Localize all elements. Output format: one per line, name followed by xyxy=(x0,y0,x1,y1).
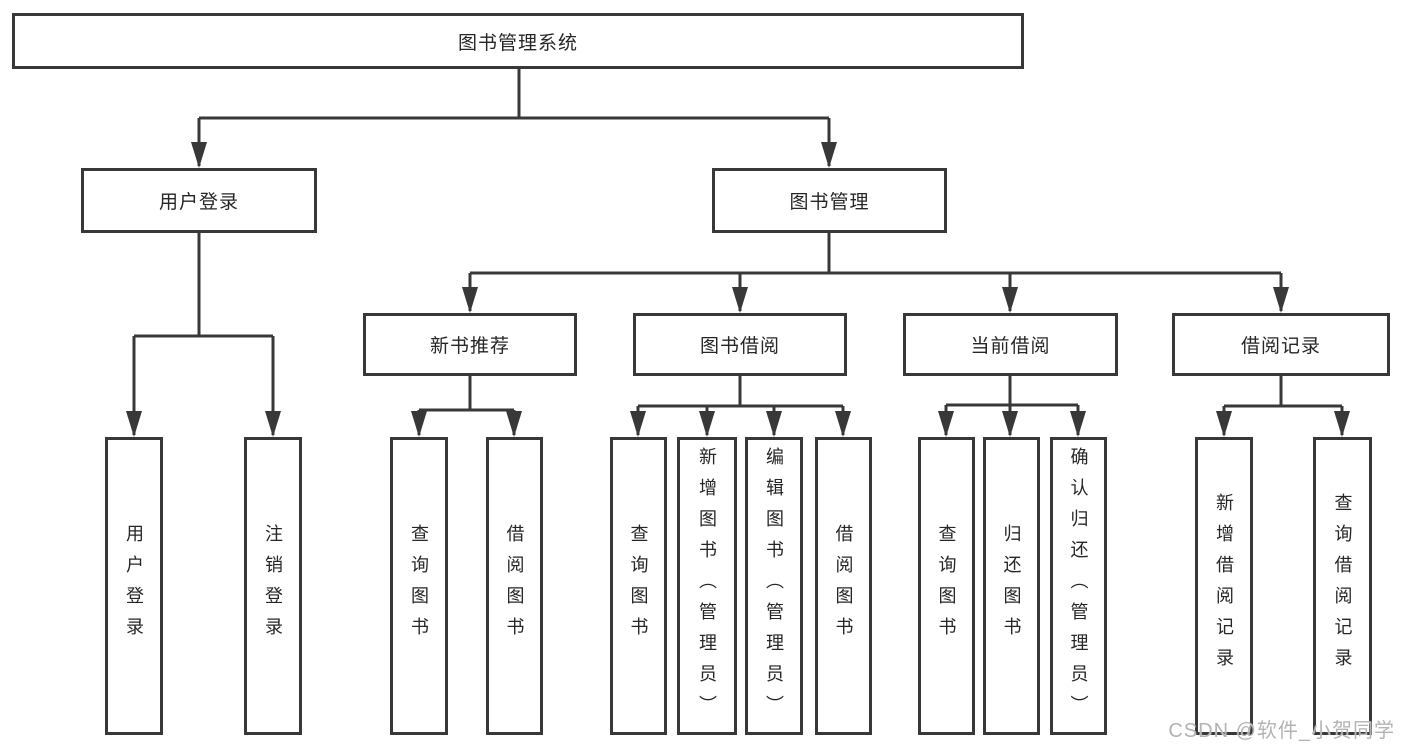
node-br-query-record: 查询借阅记录 xyxy=(1313,437,1372,735)
node-cb-confirm-return-label: 确认归还（管理员） xyxy=(1068,446,1089,726)
node-book-borrow: 图书借阅 xyxy=(633,313,847,376)
node-bb-query-books-label: 查询图书 xyxy=(628,524,649,648)
node-cb-return-books: 归还图书 xyxy=(983,437,1040,735)
node-user-login-action-label: 用户登录 xyxy=(124,524,144,648)
node-cb-query-books: 查询图书 xyxy=(918,437,975,735)
node-bb-edit-books: 编辑图书（管理员） xyxy=(745,437,803,735)
node-new-book-recommend: 新书推荐 xyxy=(363,313,577,376)
node-nbr-query-books: 查询图书 xyxy=(390,437,448,735)
node-nbr-query-books-label: 查询图书 xyxy=(409,524,429,648)
node-new-book-recommend-label: 新书推荐 xyxy=(429,336,510,357)
node-root-label: 图书管理系统 xyxy=(457,32,578,54)
node-current-borrow-label: 当前借阅 xyxy=(970,336,1051,357)
node-bb-edit-books-label: 编辑图书（管理员） xyxy=(764,446,784,726)
node-br-query-record-label: 查询借阅记录 xyxy=(1332,493,1353,679)
node-borrow-records: 借阅记录 xyxy=(1172,313,1390,376)
node-bb-borrow-books: 借阅图书 xyxy=(815,437,872,735)
node-user-login-action: 用户登录 xyxy=(105,437,163,735)
node-book-management-label: 图书管理 xyxy=(789,192,870,213)
node-bb-add-books: 新增图书（管理员） xyxy=(677,437,737,735)
node-current-borrow: 当前借阅 xyxy=(903,313,1118,376)
node-cb-query-books-label: 查询图书 xyxy=(936,524,957,648)
node-nbr-borrow-books-label: 借阅图书 xyxy=(504,524,525,648)
node-br-add-record-label: 新增借阅记录 xyxy=(1214,493,1234,679)
node-logout-action-label: 注销登录 xyxy=(263,524,283,648)
node-cb-confirm-return: 确认归还（管理员） xyxy=(1050,437,1107,735)
node-bb-borrow-books-label: 借阅图书 xyxy=(833,524,854,648)
node-br-add-record: 新增借阅记录 xyxy=(1195,437,1253,735)
node-user-login-label: 用户登录 xyxy=(158,192,239,213)
node-book-management: 图书管理 xyxy=(712,168,947,233)
node-nbr-borrow-books: 借阅图书 xyxy=(486,437,543,735)
node-cb-return-books-label: 归还图书 xyxy=(1001,524,1022,648)
node-borrow-records-label: 借阅记录 xyxy=(1240,336,1321,357)
node-root: 图书管理系统 xyxy=(12,13,1024,69)
node-logout-action: 注销登录 xyxy=(244,437,302,735)
node-bb-add-books-label: 新增图书（管理员） xyxy=(697,446,717,726)
node-user-login: 用户登录 xyxy=(81,168,317,233)
node-bb-query-books: 查询图书 xyxy=(610,437,667,735)
node-book-borrow-label: 图书借阅 xyxy=(699,336,780,357)
